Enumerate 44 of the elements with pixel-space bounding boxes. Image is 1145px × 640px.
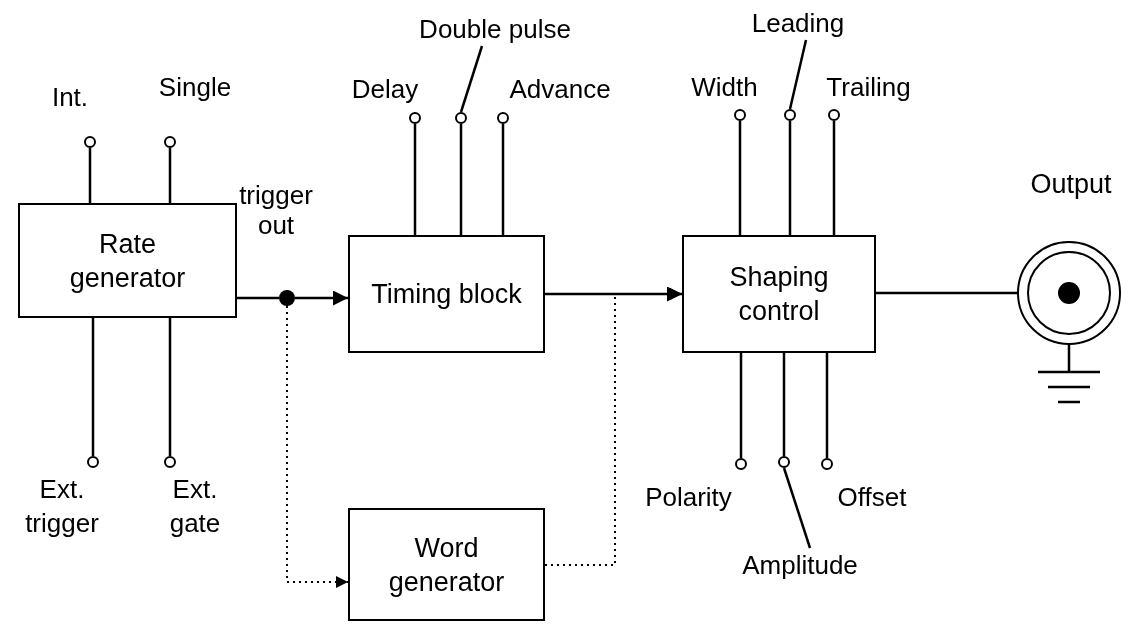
connector-line	[237, 296, 279, 300]
junction-label: trigger out	[238, 180, 314, 240]
leader-line	[459, 45, 484, 113]
connector-line	[739, 353, 743, 458]
connector-line	[876, 291, 1017, 295]
block-box	[18, 203, 237, 318]
connector-line	[782, 353, 786, 456]
connector-line	[788, 121, 792, 235]
terminal-label: Delay	[350, 73, 420, 106]
leader-line	[788, 39, 808, 110]
terminal-label: Ext. gate	[168, 473, 222, 540]
arrow	[295, 290, 348, 306]
block-box	[348, 508, 545, 621]
terminal-label: Leading	[751, 7, 845, 40]
connector-line	[413, 124, 417, 235]
connector-line	[168, 148, 172, 203]
block-box	[682, 235, 876, 353]
connector-line	[91, 318, 95, 456]
terminal-label: Amplitude	[742, 549, 858, 582]
arrow	[545, 286, 682, 302]
terminal-label: Double pulse	[419, 13, 571, 46]
block-label: Shaping control	[728, 261, 830, 328]
terminal-label: Int.	[50, 81, 90, 114]
connector-line	[738, 121, 742, 235]
connector-line	[168, 318, 172, 456]
connector-line	[88, 148, 92, 203]
dotted-arrow	[286, 305, 349, 588]
terminal-label: Advance	[508, 73, 612, 106]
terminal-label: Single	[157, 71, 233, 104]
connector-line	[501, 124, 505, 235]
block-label: Timing block	[371, 278, 522, 311]
terminal-label: Width	[690, 71, 759, 104]
block-label: Rate generator	[68, 227, 187, 295]
output-label: Output	[1029, 171, 1113, 198]
block-box	[348, 235, 545, 353]
terminal-label: Trailing	[825, 71, 912, 104]
leader-line	[782, 467, 812, 549]
connector-line	[825, 353, 829, 458]
terminal-label: Ext. trigger	[24, 473, 100, 540]
terminal-label: Offset	[836, 481, 908, 514]
connector-line	[832, 121, 836, 235]
block-label: Word generator	[387, 531, 506, 599]
connector-line	[459, 124, 463, 235]
terminal-label: Polarity	[644, 481, 733, 514]
